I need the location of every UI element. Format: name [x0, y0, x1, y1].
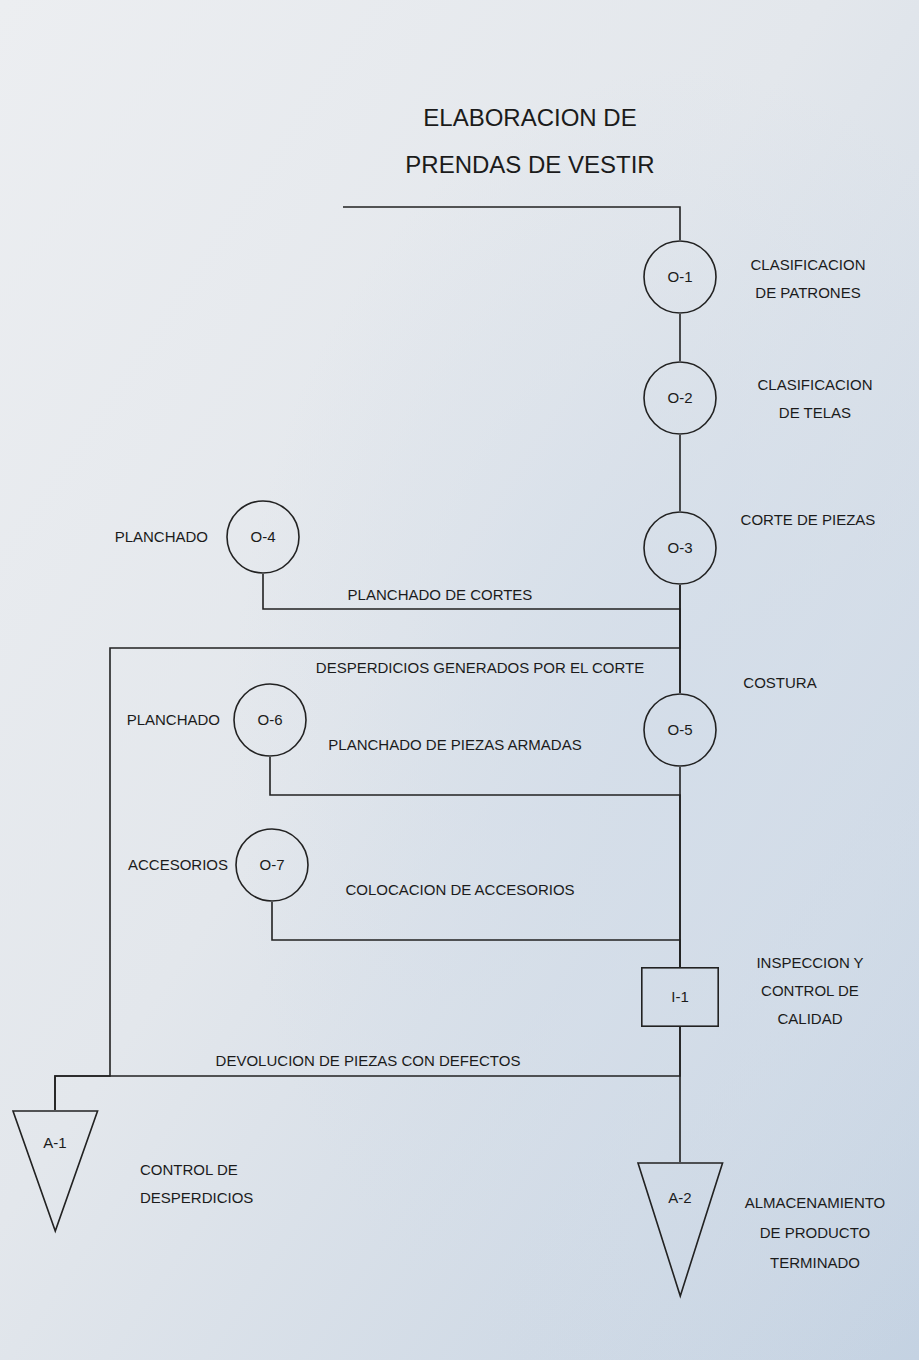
node-label: COSTURA [743, 671, 816, 695]
triangle-outline [13, 1111, 98, 1231]
operation-circle: ACCESORIOSO-7 [235, 828, 309, 902]
triangle-outline [638, 1163, 723, 1296]
entry-line [343, 207, 680, 240]
storage-triangle: A-2ALMACENAMIENTO DE PRODUCTO TERMINADO [637, 1162, 724, 1297]
connector-line [263, 574, 680, 693]
tri-outline [637, 1162, 724, 1297]
circle-outline [234, 684, 306, 756]
node-label: ACCESORIOS [128, 853, 228, 877]
connector-line [679, 435, 681, 511]
circle-outline [227, 501, 299, 573]
connector-line [55, 585, 680, 1110]
connector-line [55, 1027, 680, 1110]
node-code: O-7 [259, 856, 284, 874]
node-code: O-6 [257, 711, 282, 729]
node-label: CONTROL DE DESPERDICIOS [140, 1156, 260, 1212]
connector-line [679, 314, 681, 361]
node-code: A-1 [43, 1134, 66, 1152]
node-code: O-2 [667, 389, 692, 407]
node-code: O-3 [667, 539, 692, 557]
node-label: CORTE DE PIEZAS [741, 508, 876, 532]
operation-circle: PLANCHADOO-6 [233, 683, 307, 757]
edge-label: DEVOLUCION DE PIEZAS CON DEFECTOS [216, 1052, 521, 1070]
node-code: O-4 [250, 528, 275, 546]
circle-outline [644, 241, 716, 313]
connector-line [272, 902, 680, 967]
rect-outline [642, 968, 718, 1026]
tri-outline [12, 1110, 99, 1232]
operation-circle: O-5COSTURA [643, 693, 717, 767]
edge-label: PLANCHADO DE PIEZAS ARMADAS [328, 736, 581, 754]
node-label: CLASIFICACION DE PATRONES [743, 251, 873, 307]
node-label: PLANCHADO [115, 525, 208, 549]
circle-outline [644, 694, 716, 766]
circle-outline [644, 362, 716, 434]
operation-circle: O-3CORTE DE PIEZAS [643, 511, 717, 585]
node-code: I-1 [671, 988, 689, 1006]
edge-label: PLANCHADO DE CORTES [348, 586, 533, 604]
operation-circle: O-2CLASIFICACION DE TELAS [643, 361, 717, 435]
connector-line [270, 757, 680, 967]
node-code: O-1 [667, 268, 692, 286]
node-label: CLASIFICACION DE TELAS [750, 371, 880, 427]
node-code: A-2 [668, 1189, 691, 1207]
node-label: PLANCHADO [127, 708, 220, 732]
edge-label: DESPERDICIOS GENERADOS POR EL CORTE [316, 659, 644, 677]
node-label: INSPECCION Y CONTROL DE CALIDAD [750, 949, 870, 1033]
node-label: ALMACENAMIENTO DE PRODUCTO TERMINADO [740, 1188, 890, 1278]
diagram-title: ELABORACION DE PRENDAS DE VESTIR [390, 94, 670, 188]
node-code: O-5 [667, 721, 692, 739]
circle-outline [644, 512, 716, 584]
operation-circle: PLANCHADOO-4 [226, 500, 300, 574]
edge-label: COLOCACION DE ACCESORIOS [345, 881, 574, 899]
inspection-box: I-1INSPECCION Y CONTROL DE CALIDAD [641, 967, 719, 1027]
storage-triangle: A-1CONTROL DE DESPERDICIOS [12, 1110, 99, 1232]
operation-circle: O-1CLASIFICACION DE PATRONES [643, 240, 717, 314]
circle-outline [236, 829, 308, 901]
